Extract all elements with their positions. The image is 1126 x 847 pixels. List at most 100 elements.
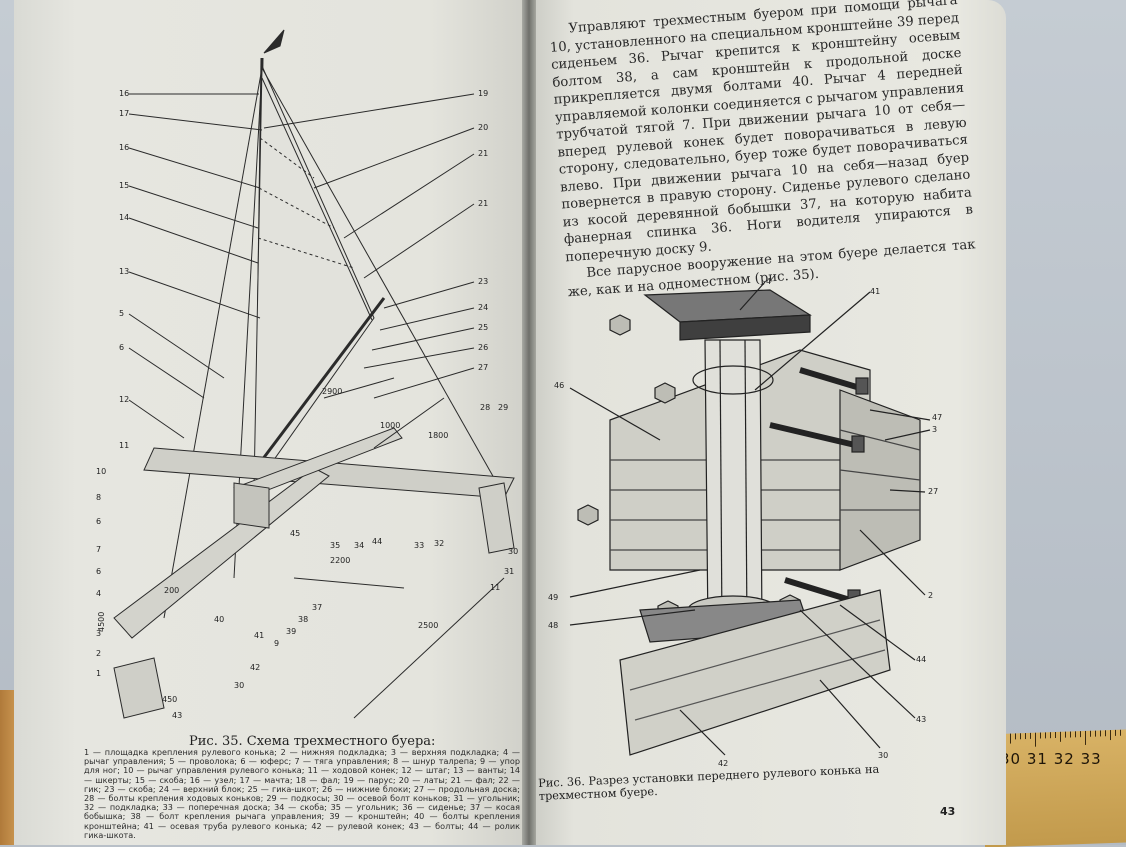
ruler-tick — [1035, 732, 1036, 747]
lbl-l12: 6 — [96, 517, 101, 526]
lbl-b16: 30 — [234, 681, 244, 690]
lbl-l7: 6 — [119, 343, 124, 352]
lbl-r9: 28 — [480, 403, 490, 412]
lbl-r5: 24 — [478, 303, 488, 312]
lbl-b8: 11 — [490, 583, 500, 592]
lbl-l5: 13 — [119, 267, 129, 276]
paragraph-1: Управляют трехместным буером при помощи … — [549, 0, 974, 265]
ruler-tick — [1115, 729, 1116, 736]
ruler-tick — [1060, 731, 1061, 742]
ruler-left — [0, 690, 16, 845]
fig36-lbl-27: 27 — [928, 487, 938, 496]
lbl-l9: 11 — [119, 441, 129, 450]
lbl-b10: 38 — [298, 615, 308, 624]
lbl-r4: 23 — [478, 277, 488, 286]
lbl-r6: 25 — [478, 323, 488, 332]
fig36-lbl-42: 42 — [718, 759, 728, 768]
ruler-right — [985, 729, 1126, 847]
lbl-l1: 17 — [119, 109, 129, 118]
ruler-tick — [1105, 730, 1106, 737]
ruler-numbers: 30 31 32 33 — [1000, 750, 1102, 768]
ruler-tick — [1075, 731, 1076, 738]
fig36-lbl-44: 44 — [916, 655, 926, 664]
lbl-l14: 6 — [96, 567, 101, 576]
lbl-b13: 40 — [214, 615, 224, 624]
fig36-lbl-30: 30 — [878, 751, 888, 760]
lbl-b1: 35 — [330, 541, 340, 550]
ruler-tick — [1045, 732, 1046, 739]
lbl-l8: 12 — [119, 395, 129, 404]
page-number: 43 — [940, 805, 956, 818]
lbl-l15: 4 — [96, 589, 101, 598]
figure-36-drawing: 4 41 46 47 3 27 2 49 48 44 43 30 42 — [548, 277, 942, 768]
dim-450: 450 — [162, 695, 177, 704]
ruler-tick — [1015, 733, 1016, 740]
ruler-tick — [1085, 730, 1086, 745]
ruler-tick — [1070, 731, 1071, 738]
lbl-b3: 44 — [372, 537, 382, 546]
lbl-l13: 7 — [96, 545, 101, 554]
book-gutter — [522, 0, 536, 845]
ruler-tick — [1020, 733, 1021, 740]
dim-200: 200 — [164, 586, 179, 595]
ruler-tick — [1040, 732, 1041, 739]
lbl-r0: 19 — [478, 89, 488, 98]
right-page-body-text: Управляют трехместным буером при помощи … — [548, 0, 977, 301]
ruler-tick — [1100, 730, 1101, 737]
fig36-lbl-2: 2 — [928, 591, 933, 600]
lbl-r3: 21 — [478, 199, 488, 208]
ruler-tick — [1090, 730, 1091, 737]
ruler-tick — [1120, 729, 1121, 736]
lbl-l4: 14 — [119, 213, 129, 222]
lbl-b12: 9 — [274, 639, 279, 648]
dim-1000: 1000 — [380, 421, 400, 430]
lbl-l2: 16 — [119, 143, 129, 152]
ruler-tick — [1010, 733, 1011, 744]
lbl-b9: 37 — [312, 603, 322, 612]
fig36-lbl-48: 48 — [548, 621, 558, 630]
lbl-l18: 1 — [96, 669, 101, 678]
dim-4500: 4500 — [97, 612, 106, 632]
lbl-b4: 33 — [414, 541, 424, 550]
ruler-tick — [1050, 732, 1051, 739]
lbl-l0: 16 — [119, 89, 129, 98]
lbl-b17: 43 — [172, 711, 182, 720]
dim-2900: 2900 — [322, 387, 342, 396]
lbl-b7: 31 — [504, 567, 514, 576]
fig36-lbl-41: 41 — [870, 287, 880, 296]
figure-35-title: Рис. 35. Схема трехместного буера: — [189, 734, 436, 749]
lbl-l16: 3 — [96, 629, 101, 638]
lbl-l11: 8 — [96, 493, 101, 502]
dim-2200: 2200 — [330, 556, 350, 565]
figure-35-caption: Рис. 35. Схема трехместного буера: — [84, 734, 524, 749]
fig36-lbl-4: 4 — [766, 277, 771, 286]
ruler-tick — [1030, 732, 1031, 739]
ruler-tick — [1055, 731, 1056, 739]
lbl-l6: 5 — [119, 309, 124, 318]
lbl-b15: 42 — [250, 663, 260, 672]
figure-35-drawing: 4500 2900 1000 1800 2200 2500 450 200 16… — [96, 29, 518, 720]
lbl-l10: 10 — [96, 467, 106, 476]
ruler-tick — [1065, 731, 1066, 738]
figure-35-legend: 1 — площадка крепления рулевого конька; … — [84, 747, 520, 840]
ruler-tick — [1110, 730, 1111, 741]
lbl-b0: 45 — [290, 529, 300, 538]
lbl-r10: 29 — [498, 403, 508, 412]
ruler-tick — [1080, 731, 1081, 738]
lbl-r2: 21 — [478, 149, 488, 158]
lbl-b14: 41 — [254, 631, 264, 640]
lbl-r8: 27 — [478, 363, 488, 372]
lbl-l17: 2 — [96, 649, 101, 658]
fig36-lbl-49: 49 — [548, 593, 558, 602]
dim-1800: 1800 — [428, 431, 448, 440]
fig36-lbl-43: 43 — [916, 715, 926, 724]
lbl-b6: 30 — [508, 547, 518, 556]
lbl-b5: 32 — [434, 539, 444, 548]
lbl-b2: 34 — [354, 541, 364, 550]
lbl-l3: 15 — [119, 181, 129, 190]
ruler-tick — [1095, 730, 1096, 737]
fig36-lbl-3: 3 — [932, 425, 937, 434]
ruler-tick — [1025, 733, 1026, 740]
lbl-r1: 20 — [478, 123, 488, 132]
